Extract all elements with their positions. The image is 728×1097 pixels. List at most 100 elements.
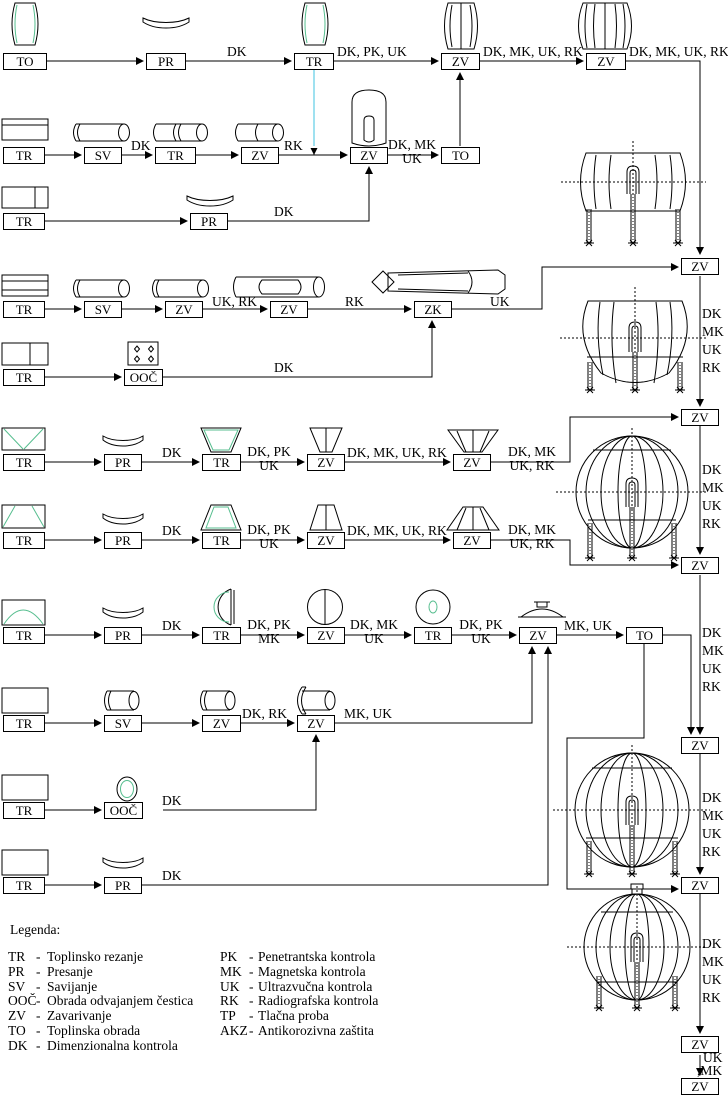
legend-code: PR [8, 964, 25, 979]
legend-separator: - [249, 949, 254, 964]
inspection-stack-line: MK [702, 480, 724, 495]
process-box-tr: TR [202, 532, 241, 549]
legend-separator: - [36, 979, 41, 994]
process-box-tr: TR [202, 454, 241, 471]
process-box-zv: ZV [681, 1036, 719, 1053]
inspection-label-line: DK [274, 360, 294, 375]
process-box-zv: ZV [681, 557, 719, 574]
legend-separator: - [36, 1008, 41, 1023]
process-box-zv: ZV [165, 301, 203, 318]
inspection-label-line: DK, PK [247, 444, 291, 459]
inspection-label: DK [227, 45, 247, 59]
inspection-label-line: RK [284, 138, 303, 153]
inspection-stack-line: MK [702, 954, 724, 969]
process-box-pr: PR [146, 53, 186, 70]
legend-entry: AKZ-Antikorozivna zaštita [220, 1023, 374, 1039]
process-box-tr: TR [414, 627, 452, 644]
inspection-label: DK, MK, UK, RK [347, 524, 447, 538]
legend-description: Magnetska kontrola [258, 964, 366, 979]
inspection-label-line: DK, MK, UK, RK [347, 523, 447, 538]
inspection-label-line: DK, MK [349, 617, 398, 632]
legend-code: DK [8, 1038, 28, 1053]
flow-connectors [45, 57, 704, 1076]
legend-code: UK [220, 979, 240, 994]
legend-separator: - [36, 1023, 41, 1038]
legend-code: OOČ [8, 993, 37, 1008]
inspection-label-line: MK, UK [344, 706, 393, 721]
process-box-ooč: OOČ [124, 369, 163, 386]
legend-separator: - [249, 993, 254, 1008]
inspection-label: DK, PK, UK [337, 45, 407, 59]
process-box-zv: ZV [681, 877, 719, 894]
inspection-label-line: DK [274, 204, 294, 219]
inspection-label-line: DK, MK [387, 137, 436, 152]
inspection-label-line: DK, MK, UK, RK [483, 44, 583, 59]
legend-description: Toplinska obrada [47, 1023, 141, 1038]
legend-entry: TP-Tlačna proba [220, 1008, 329, 1024]
process-box-sv: SV [84, 301, 122, 318]
process-box-zv: ZV [202, 715, 241, 732]
process-box-zv: ZV [441, 53, 480, 70]
process-box-pr: PR [104, 877, 142, 894]
process-box-to: TO [3, 53, 47, 70]
inspection-label-line: DK [162, 445, 182, 460]
legend-separator: - [249, 1023, 254, 1038]
inspection-stack-line: RK [702, 360, 721, 375]
legend-entry: UK-Ultrazvučna kontrola [220, 979, 372, 995]
inspection-label-line: UK [471, 631, 491, 646]
inspection-label: UK, RK [212, 295, 257, 309]
inspection-label-line: UK, RK [509, 536, 555, 551]
process-box-zv: ZV [241, 147, 279, 164]
process-box-pr: PR [104, 454, 142, 471]
legend-entry: TR-Toplinsko rezanje [8, 949, 143, 965]
inspection-label-line: UK [364, 631, 384, 646]
inspection-label-line: DK, MK, UK, RK [629, 44, 728, 59]
process-box-tr: TR [3, 301, 45, 318]
inspection-label: DK [131, 139, 151, 153]
process-box-zv: ZV [586, 53, 626, 70]
inspection-label: DK [162, 524, 182, 538]
inspection-label-line: UK [259, 458, 279, 473]
inspection-label-line: UK [259, 536, 279, 551]
legend-entry: RK-Radiografska kontrola [220, 993, 378, 1009]
legend-entry: PR-Presanje [8, 964, 93, 980]
inspection-label-line: DK, MK [507, 522, 556, 537]
inspection-label-line: DK, RK [242, 706, 288, 721]
inspection-label-line: DK [227, 44, 247, 59]
process-box-pr: PR [104, 532, 142, 549]
process-box-tr: TR [3, 454, 45, 471]
legend-code: AKZ [220, 1023, 248, 1038]
inspection-label-line: MK, UK [564, 618, 613, 633]
legend-code: SV [8, 979, 26, 994]
inspection-stack-line: RK [702, 679, 721, 694]
process-box-zv: ZV [453, 532, 491, 549]
inspection-stack-line: MK [702, 324, 724, 339]
inspection-label: DK [162, 619, 182, 633]
inspection-label-line: UK, RK [509, 458, 555, 473]
process-box-zv: ZV [453, 454, 491, 471]
process-box-zv: ZV [307, 627, 345, 644]
legend-code: PK [220, 949, 238, 964]
process-box-zv: ZV [681, 258, 719, 275]
inspection-label-line: DK, PK [247, 522, 291, 537]
legend-code: ZV [8, 1008, 26, 1023]
legend-entry: OOČ-Obrada odvajanjem čestica [8, 993, 193, 1009]
legend-description: Presanje [47, 964, 93, 979]
inspection-label-line: DK [162, 618, 182, 633]
legend-description: Radiografska kontrola [258, 993, 379, 1008]
legend-description: Dimenzionalna kontrola [47, 1038, 178, 1053]
legend-description: Penetrantska kontrola [258, 949, 376, 964]
inspection-label: DK, MK, UK, RK [483, 45, 583, 59]
part-sketches [1, 2, 710, 1012]
process-box-zv: ZV [681, 1078, 719, 1095]
process-box-tr: TR [202, 627, 241, 644]
inspection-stack-line: UK [702, 972, 722, 987]
legend-entry: DK-Dimenzionalna kontrola [8, 1038, 178, 1054]
inspection-label-line: DK, MK, UK, RK [347, 445, 447, 460]
